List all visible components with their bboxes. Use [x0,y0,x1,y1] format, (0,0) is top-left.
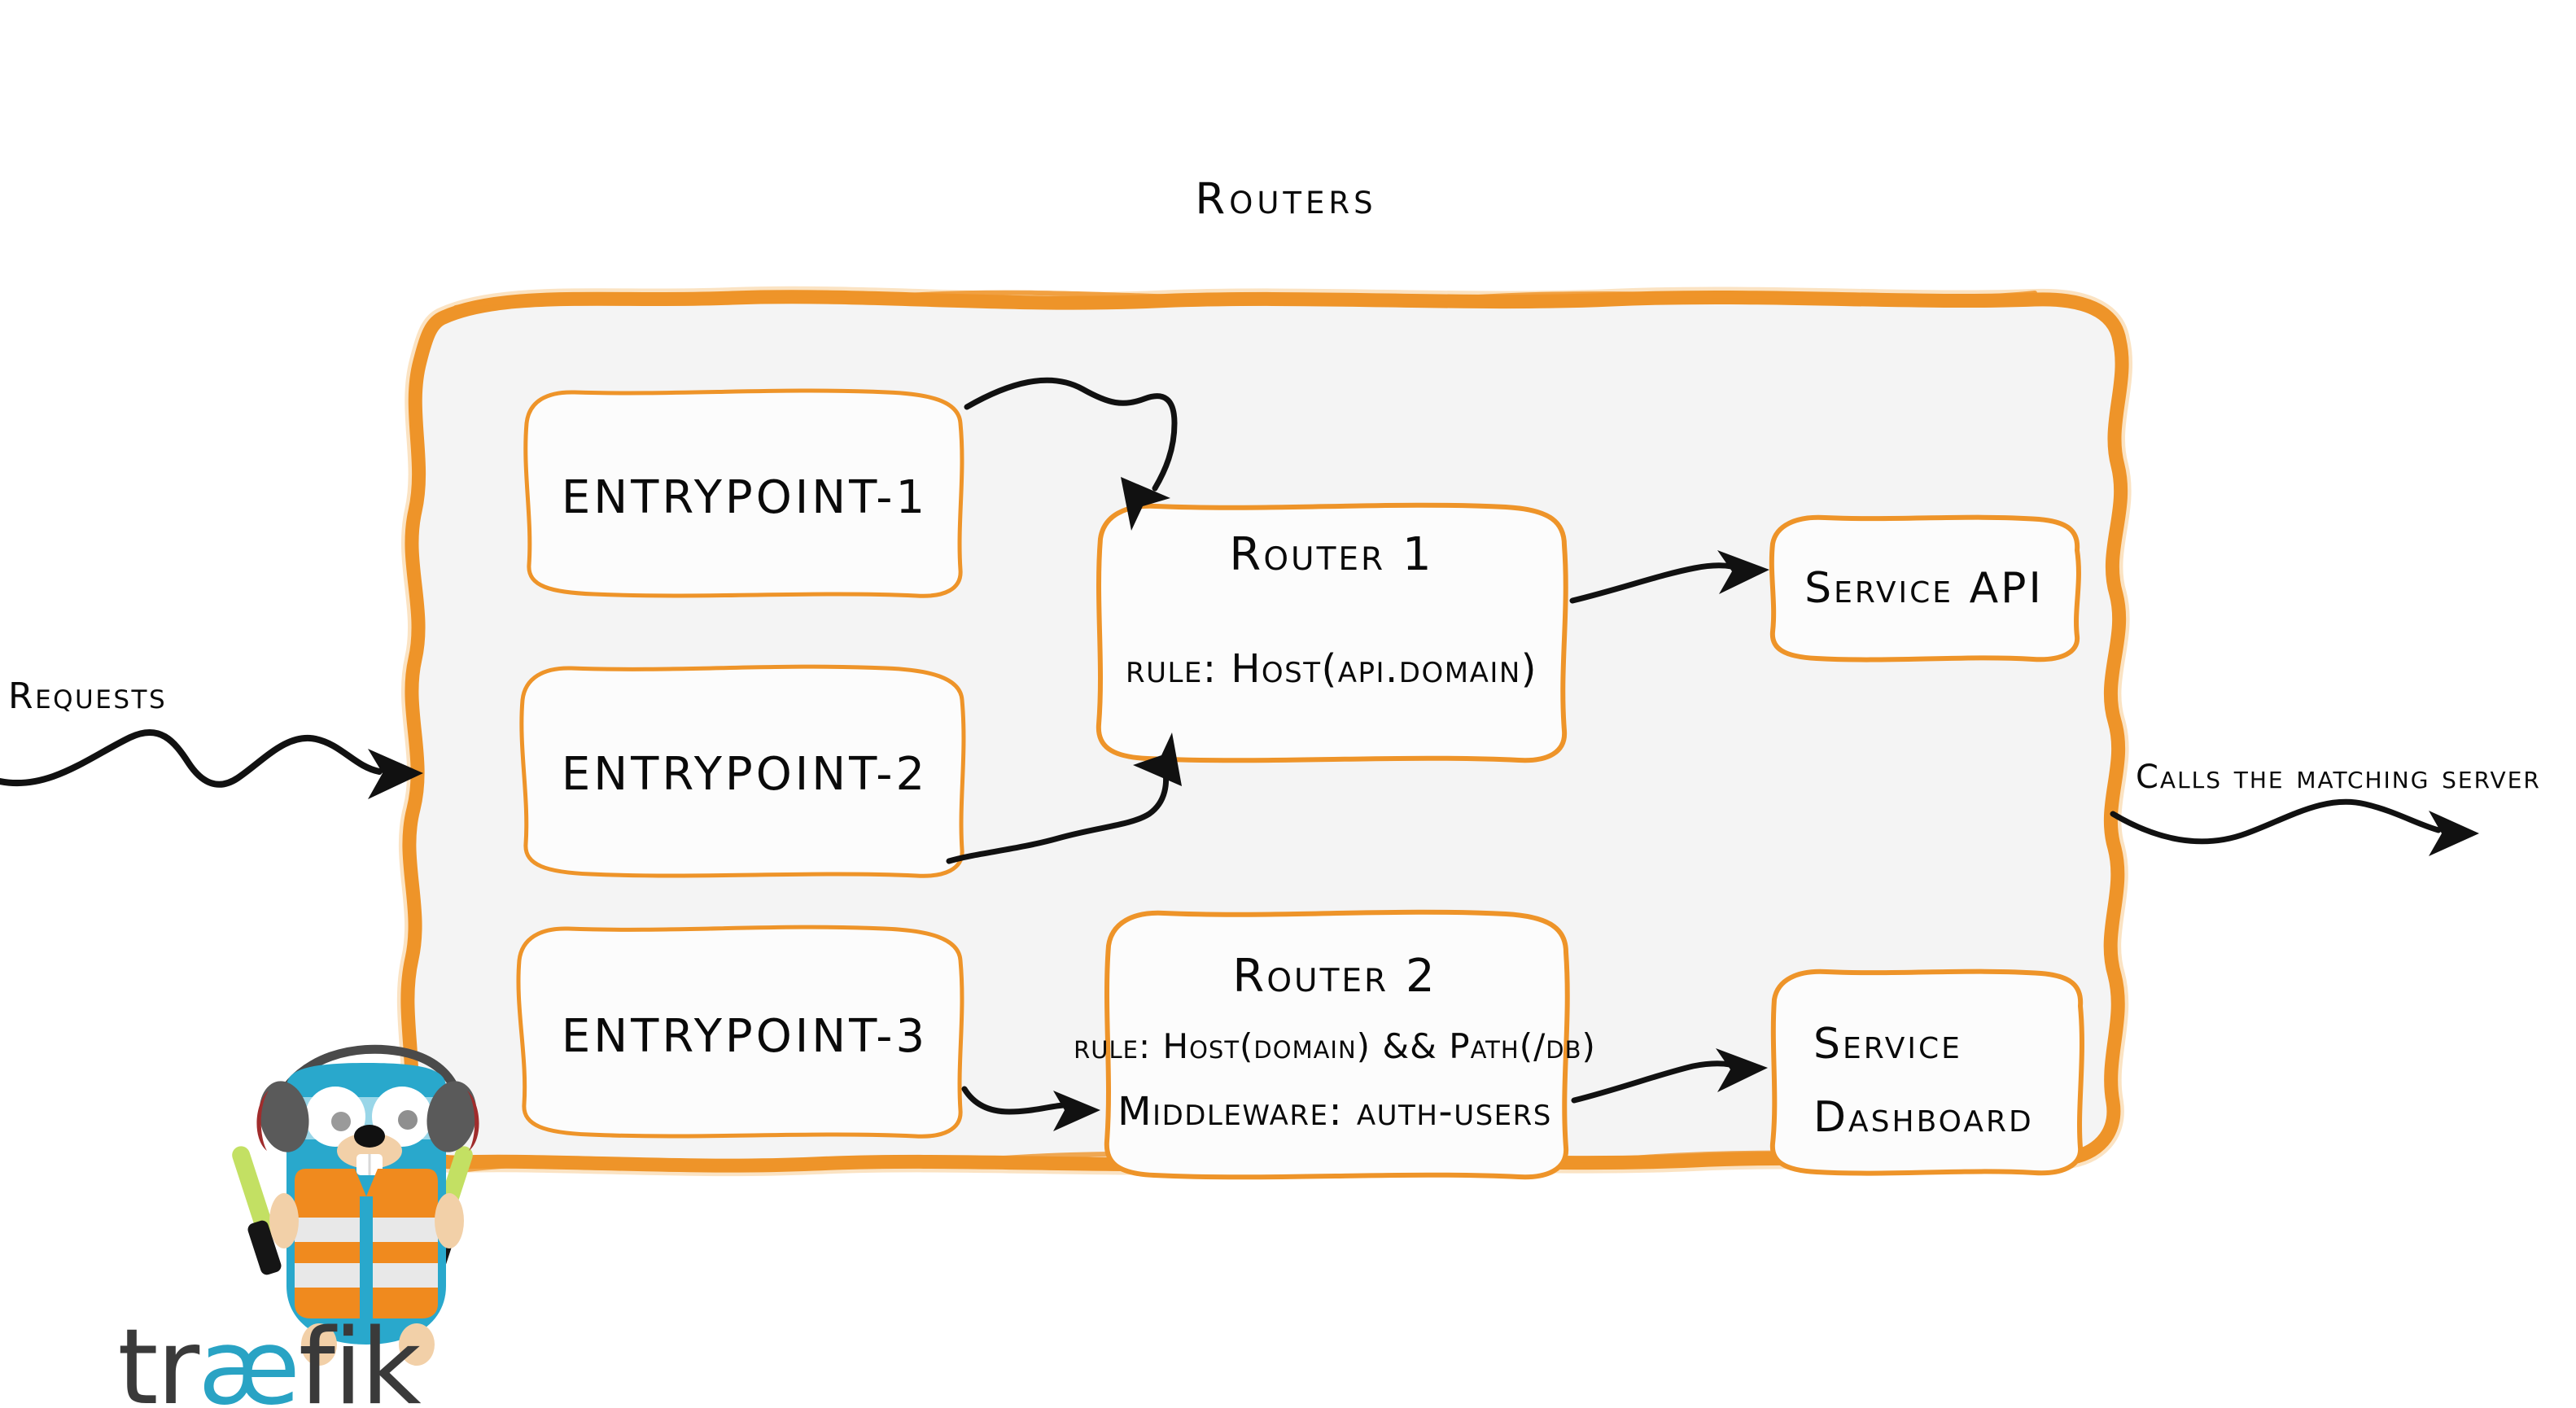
connector-entrypoint2-router1 [946,732,1182,864]
service-dashboard-label-line1: Service [1813,1020,1962,1069]
router-1-name: Router 1 [1229,528,1433,581]
connector-router2-service-dashboard [1571,1048,1768,1104]
gopher-nose [354,1125,385,1148]
requests-label: Requests [8,676,167,717]
service-dashboard-label-line2: Dashboard [1813,1093,2034,1142]
router-2-rule: rule: Host(domain) && Path(/db) [1074,1026,1596,1066]
connector-entrypoint1-router1 [964,377,1178,531]
connector-router1-service-api [1569,550,1769,604]
entrypoint-box-1[interactable]: entrypoint-1 [523,388,964,598]
traefik-wordmark: træfik [117,1307,421,1408]
router-box-2[interactable]: Router 2 rule: Host(domain) && Path(/db)… [1074,909,1596,1180]
wordmark-ae: æ [198,1307,299,1408]
router-1-rule: rule: Host(api.domain) [1126,646,1537,692]
wordmark-pre: tr [117,1307,199,1408]
traefik-logo: træfik [117,1044,479,1408]
entrypoint-box-2[interactable]: entrypoint-2 [519,664,966,878]
calls-matching-server-label: Calls the matching server [2136,759,2541,796]
service-box-dashboard[interactable]: Service Dashboard [1769,969,2084,1176]
headphone-cup-right [426,1081,479,1152]
connector-entrypoint3-router2 [961,1086,1100,1131]
service-api-label: Service API [1804,564,2044,613]
gopher-snout [337,1133,402,1169]
headphone-cup-left [256,1081,309,1152]
router-box-1[interactable]: Router 1 rule: Host(api.domain) [1096,502,1568,763]
calls-matching-server-group: Calls the matching server [2110,759,2541,856]
page-title: Routers [1195,174,1376,224]
gopher-foot-right [399,1323,435,1366]
router-2-middleware: Middleware: auth-users [1117,1089,1552,1135]
entrypoint-2-label: entrypoint-2 [562,748,928,801]
gopher-arm-left [269,1193,299,1248]
marshalling-wand-left [232,1146,282,1275]
gopher-foot-left [301,1323,337,1366]
gopher-arm-right [435,1193,464,1248]
service-box-api[interactable]: Service API [1769,514,2081,662]
requests-group: Requests [0,676,423,799]
wordmark-post: fik [299,1307,422,1408]
entrypoint-3-label: entrypoint-3 [562,1010,928,1063]
entrypoint-box-3[interactable]: entrypoint-3 [516,925,964,1139]
router-2-name: Router 2 [1232,950,1437,1003]
entrypoint-1-label: entrypoint-1 [562,471,928,524]
